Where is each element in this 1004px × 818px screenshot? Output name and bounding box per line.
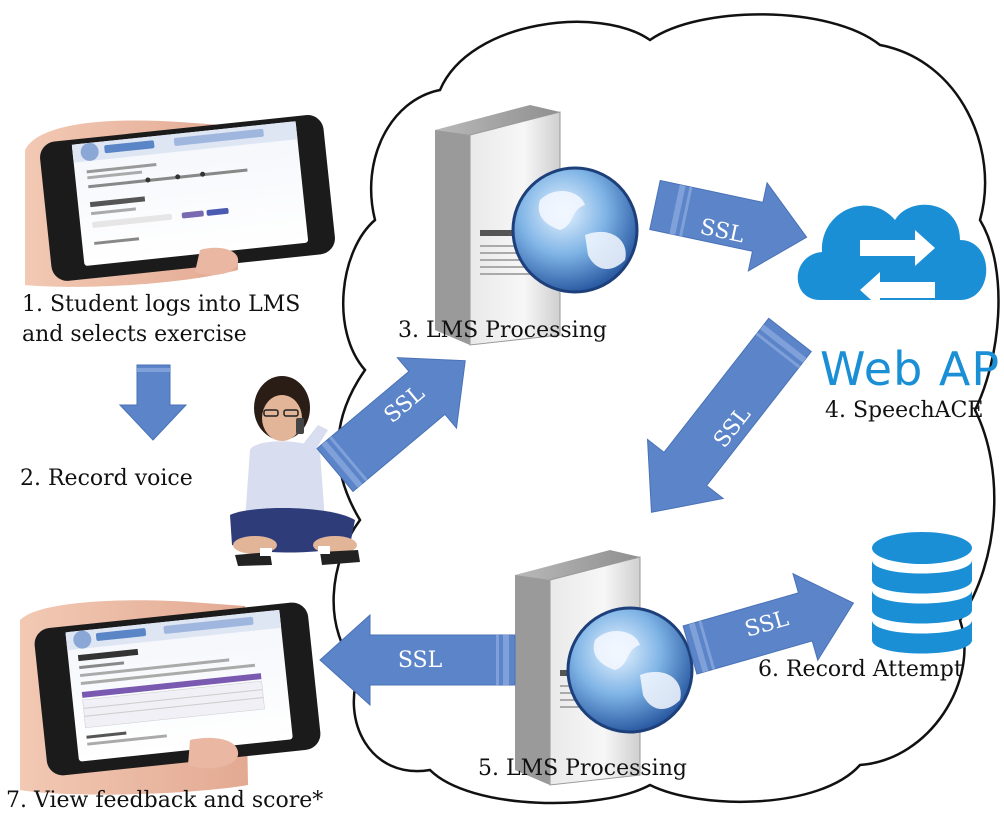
smartphone-in-hand-icon <box>25 115 335 287</box>
down-arrow <box>118 364 188 441</box>
student-with-phone-icon <box>230 376 360 566</box>
ssl-arrow-student-to-server <box>316 357 466 493</box>
web-api-cloud-icon <box>797 204 987 308</box>
ssl-arrow-webapi-to-server <box>646 317 812 513</box>
step7-label: 7. View feedback and score* <box>6 788 324 813</box>
step6-label: 6. Record Attempt <box>758 657 963 682</box>
lms-app-screen <box>71 121 298 245</box>
step1-label-line1: 1. Student logs into LMS <box>22 292 301 317</box>
step5-label: 5. LMS Processing <box>478 756 687 781</box>
web-api-label: Web API <box>820 342 1004 396</box>
ssl-arrow-server-to-database <box>682 572 855 675</box>
smartphone-in-hand-icon <box>20 600 321 795</box>
database-icon <box>872 532 972 654</box>
step3-label: 3. LMS Processing <box>398 318 607 343</box>
ssl-label: SSL <box>398 648 443 673</box>
step2-label: 2. Record voice <box>20 466 193 491</box>
cloud-outline <box>332 13 1000 805</box>
server-globe-icon <box>515 550 694 786</box>
ssl-arrow-server-to-phone <box>319 613 516 707</box>
ssl-arrow-server-to-webapi <box>649 179 808 272</box>
step1-label-line2: and selects exercise <box>22 322 247 347</box>
lms-summary-screen <box>65 609 282 746</box>
server-globe-icon <box>435 105 639 346</box>
step4-label: 4. SpeechACE <box>825 398 984 423</box>
